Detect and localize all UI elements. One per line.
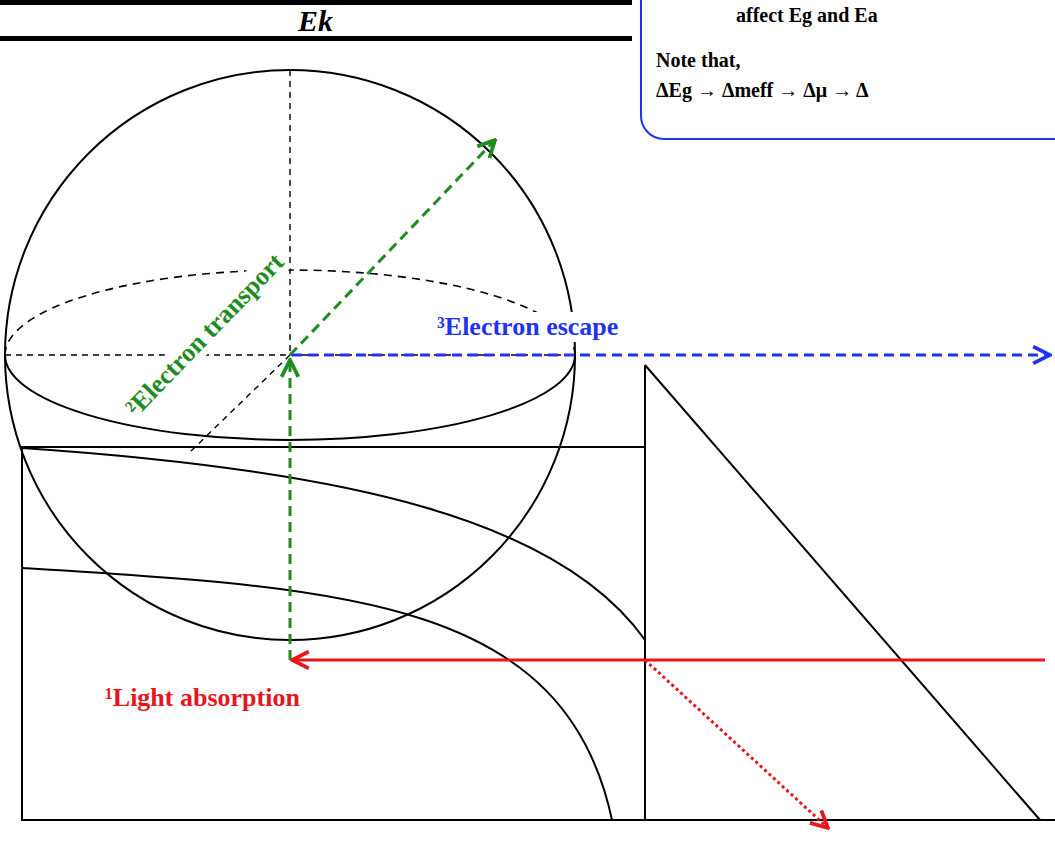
axis-y [190,355,290,452]
valence-band [22,568,612,820]
escape-arrow [292,354,1050,357]
node-text: affect Eg and Ea [736,4,878,27]
conduction-band [22,448,645,640]
light-arrow [292,659,1045,662]
reflection-arrow [645,660,828,828]
vacuum-level [645,365,1040,820]
semiconductor-box [22,447,645,820]
axis-z [289,70,290,355]
energy-band: Ek [0,0,632,41]
node-text: Note that, [656,49,740,72]
escape-label: ³Electron escape [435,312,620,342]
absorption-label: ¹Light absorption [103,683,302,713]
node-text: Ek [298,4,333,38]
transport-label: ²Electron transport [118,246,291,424]
base-line [645,819,1055,821]
transport-arrow-up [289,360,292,660]
surface-line [644,365,646,820]
note-callout: affect Eg and Ea Note that, ΔEg → Δmeff → … [640,0,1055,140]
node-text: ΔEg → Δmeff → Δμ → Δ [656,79,869,102]
